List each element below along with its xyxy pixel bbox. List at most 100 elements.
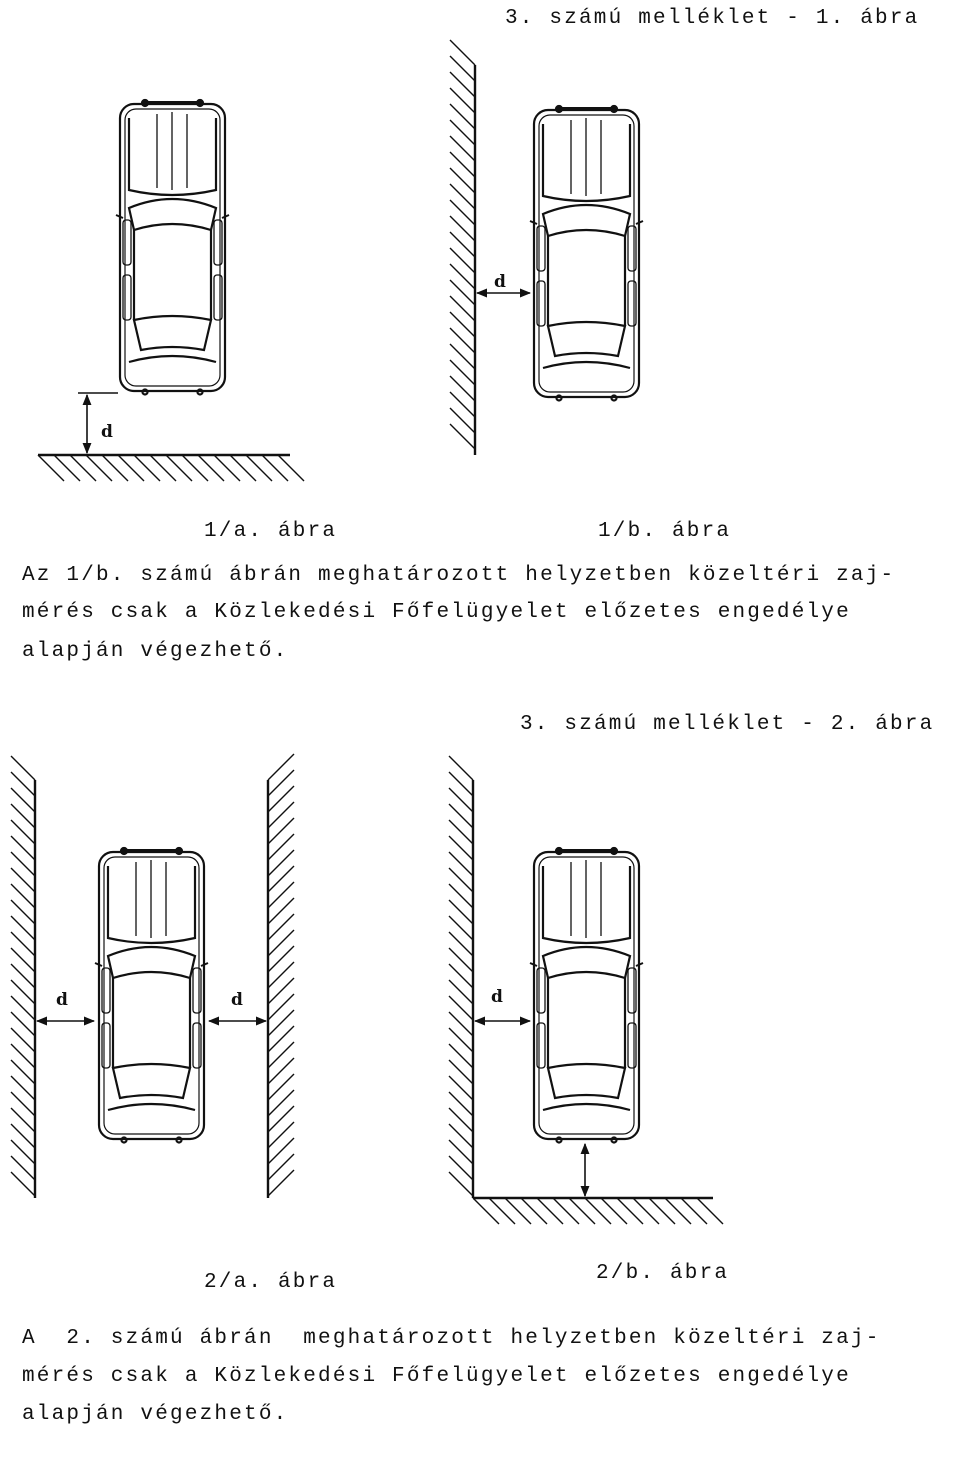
- ground-wall-1a-hatch: [101, 454, 129, 482]
- side-wall-1b-hatch: [449, 359, 476, 386]
- side-wall-1b-hatch: [449, 263, 476, 290]
- right-wall-2a-hatch: [267, 769, 295, 797]
- side-wall-2b-hatch: [448, 963, 474, 989]
- side-wall-1b-hatch: [449, 71, 476, 98]
- left-wall-2a-hatch: [10, 915, 36, 941]
- right-wall-2a-hatch: [267, 1009, 295, 1037]
- ground-wall-1a-hatch: [85, 454, 113, 482]
- right-wall-2a-hatch: [267, 1153, 295, 1181]
- left-wall-2a-hatch: [10, 963, 36, 989]
- left-wall-2a-hatch: [10, 1075, 36, 1101]
- car-2a: [93, 846, 210, 1144]
- left-wall-2a-hatch: [10, 1011, 36, 1037]
- left-wall-2a-hatch: [10, 835, 36, 861]
- right-wall-2a-hatch: [267, 945, 295, 973]
- side-wall-1b-hatch: [449, 327, 476, 354]
- side-wall-1b-hatch: [449, 375, 476, 402]
- ground-wall-1a-hatch: [213, 454, 241, 482]
- left-wall-2a-hatch: [10, 1139, 36, 1165]
- side-wall-1b-hatch: [449, 55, 476, 82]
- right-wall-2a-hatch: [267, 913, 295, 941]
- left-wall-2a-hatch: [10, 1027, 36, 1053]
- left-wall-2a-hatch: [10, 771, 36, 797]
- ground-wall-1a-hatch: [133, 454, 161, 482]
- note2-line2: mérés csak a Közlekedési Főfelügyelet el…: [22, 1365, 851, 1388]
- left-wall-2a-hatch: [10, 1123, 36, 1149]
- rear-wall-2b-hatch: [632, 1197, 660, 1225]
- left-wall-2a-hatch: [10, 755, 36, 781]
- left-wall-2a-hatch: [10, 803, 36, 829]
- side-wall-2b-hatch: [448, 819, 474, 845]
- ground-wall-1a-hatch: [261, 454, 289, 482]
- side-wall-2b-hatch: [448, 899, 474, 925]
- right-wall-2a-hatch: [267, 801, 295, 829]
- rear-wall-2b-hatch: [616, 1197, 644, 1225]
- side-wall-1b-hatch: [449, 215, 476, 242]
- left-wall-2a-hatch: [10, 931, 36, 957]
- rear-wall-2b-hatch: [568, 1197, 596, 1225]
- side-wall-1b-hatch: [449, 39, 476, 66]
- right-wall-2a-hatch: [267, 1137, 295, 1165]
- right-wall-2a-hatch: [267, 785, 295, 813]
- left-wall-2a-hatch: [10, 1107, 36, 1133]
- ground-wall-1a-hatch: [165, 454, 193, 482]
- side-wall-2b-hatch: [448, 1011, 474, 1037]
- rear-wall-2b-hatch: [536, 1197, 564, 1225]
- side-wall-2b-hatch: [448, 995, 474, 1021]
- side-wall-1b-hatch: [449, 135, 476, 162]
- side-wall-1b-hatch: [449, 199, 476, 226]
- label-d-2a-left: d: [56, 990, 68, 1010]
- side-wall-1b-hatch: [449, 423, 476, 450]
- rear-wall-2b-hatch: [680, 1197, 708, 1225]
- right-wall-2a-hatch: [267, 1169, 295, 1197]
- left-wall-2a-hatch: [10, 1091, 36, 1117]
- left-wall-2a-hatch: [10, 979, 36, 1005]
- side-wall-1b-hatch: [449, 247, 476, 274]
- ground-wall-1a-hatch: [277, 454, 305, 482]
- rear-wall-2b-hatch: [520, 1197, 548, 1225]
- right-wall-2a-hatch: [267, 1057, 295, 1085]
- car-1b: [528, 104, 645, 402]
- caption-2b: 2/b. ábra: [596, 1262, 730, 1285]
- side-wall-2b-hatch: [448, 1091, 474, 1117]
- side-wall-2b-hatch: [448, 803, 474, 829]
- rear-wall-2b-hatch: [504, 1197, 532, 1225]
- ground-wall-1a-hatch: [53, 454, 81, 482]
- note1-line3: alapján végezhető.: [22, 640, 289, 663]
- side-wall-2b-hatch: [448, 915, 474, 941]
- heading-attachment-fig1: 3. számú melléklet - 1. ábra: [505, 7, 920, 30]
- right-wall-2a-hatch: [267, 977, 295, 1005]
- rear-wall-2b-hatch: [664, 1197, 692, 1225]
- side-wall-2b-hatch: [448, 1123, 474, 1149]
- side-wall-2b-hatch: [448, 979, 474, 1005]
- left-wall-2a-hatch: [10, 883, 36, 909]
- right-wall-2a-hatch: [267, 897, 295, 925]
- left-wall-2a-hatch: [10, 1059, 36, 1085]
- caption-2a: 2/a. ábra: [204, 1271, 338, 1294]
- right-wall-2a-hatch: [267, 1073, 295, 1101]
- right-wall-2a-hatch: [267, 1105, 295, 1133]
- side-wall-2b-hatch: [448, 1155, 474, 1181]
- side-wall-2b-hatch: [448, 755, 474, 781]
- right-wall-2a-hatch: [267, 881, 295, 909]
- rear-wall-2b-hatch: [648, 1197, 676, 1225]
- right-wall-2a-hatch: [267, 1025, 295, 1053]
- caption-1b: 1/b. ábra: [598, 520, 732, 543]
- left-wall-2a-hatch: [10, 787, 36, 813]
- left-wall-2a-hatch: [10, 1171, 36, 1197]
- right-wall-2a-hatch: [267, 849, 295, 877]
- side-wall-2b-hatch: [448, 1027, 474, 1053]
- side-wall-2b-hatch: [448, 851, 474, 877]
- car-1a: [114, 98, 231, 396]
- ground-wall-1a-hatch: [245, 454, 273, 482]
- rear-wall-2b-hatch: [472, 1197, 500, 1225]
- ground-wall-1a-hatch: [229, 454, 257, 482]
- car-2b: [528, 846, 645, 1144]
- heading-attachment-fig2: 3. számú melléklet - 2. ábra: [520, 713, 935, 736]
- note2-line1: A 2. számú ábrán meghatározott helyzetbe…: [22, 1327, 881, 1350]
- side-wall-1b-hatch: [449, 119, 476, 146]
- side-wall-1b-hatch: [449, 231, 476, 258]
- rear-wall-2b-hatch: [488, 1197, 516, 1225]
- side-wall-1b-hatch: [449, 279, 476, 306]
